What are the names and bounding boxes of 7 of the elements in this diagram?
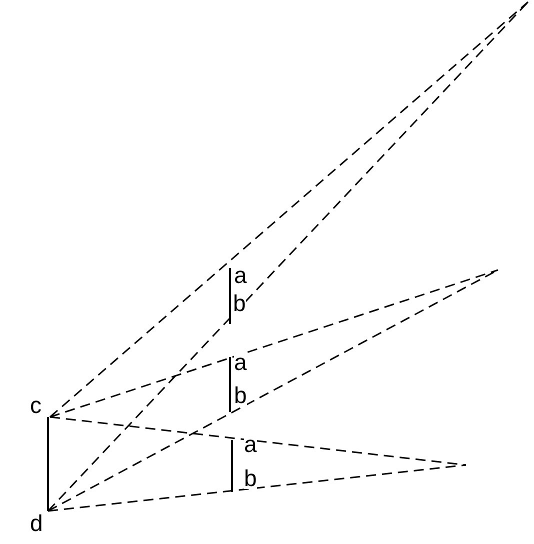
line <box>47 417 49 511</box>
segment-label: b <box>244 467 257 489</box>
segment-label: a <box>234 351 247 373</box>
segment-label: b <box>233 292 246 314</box>
point-label: d <box>30 511 50 535</box>
point-label: c <box>30 393 50 417</box>
segment-label: b <box>234 384 247 406</box>
